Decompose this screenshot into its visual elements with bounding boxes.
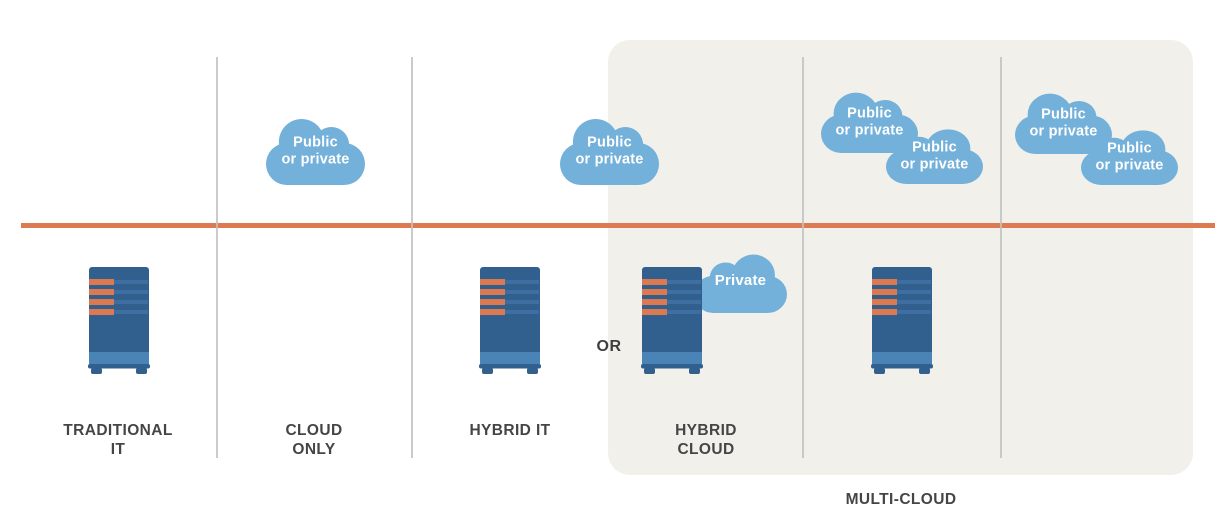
cloud-public-or-private-icon: Public or private <box>1081 127 1178 185</box>
column-label-traditional-it: TRADITIONAL IT <box>63 422 173 458</box>
cloud-label: or private <box>1029 123 1098 140</box>
server-icon <box>641 267 703 379</box>
or-label: OR <box>596 338 622 355</box>
cloud-label: Public <box>293 134 338 151</box>
cloud-label: or private <box>900 156 969 173</box>
cloud-label: or private <box>835 122 904 139</box>
server-icon <box>871 267 933 379</box>
cloud-public-or-private-icon: Public or private <box>886 126 983 184</box>
cloud-label: Private <box>714 271 767 289</box>
cloud-label: Public <box>847 105 892 122</box>
column-divider-line <box>1000 57 1002 458</box>
column-divider-line <box>802 57 804 458</box>
cloud-public-or-private-icon: Public or private <box>821 89 918 153</box>
column-divider-line <box>411 57 413 458</box>
cloud-label: Public <box>1107 140 1152 157</box>
column-label-hybrid-cloud: HYBRID CLOUD <box>675 422 737 458</box>
cloud-label: or private <box>575 151 644 168</box>
multicloud-label: MULTI-CLOUD <box>845 491 957 508</box>
cloud-public-or-private-icon: Public or private <box>560 115 659 185</box>
column-divider-line <box>216 57 218 458</box>
cloud-public-or-private-icon: Public or private <box>1015 90 1112 154</box>
orange-divider-line <box>21 223 1215 228</box>
cloud-private-icon: Private <box>694 251 787 313</box>
column-label-cloud-only: CLOUD ONLY <box>285 422 343 458</box>
cloud-label: or private <box>1095 157 1164 174</box>
cloud-label: Public <box>587 134 632 151</box>
column-label-hybrid-it: HYBRID IT <box>469 422 551 439</box>
cloud-label: Public <box>1041 106 1086 123</box>
server-icon <box>479 267 541 379</box>
server-icon <box>88 267 150 379</box>
cloud-label: or private <box>281 151 350 168</box>
cloud-public-or-private-icon: Public or private <box>266 115 365 185</box>
cloud-label: Public <box>912 139 957 156</box>
